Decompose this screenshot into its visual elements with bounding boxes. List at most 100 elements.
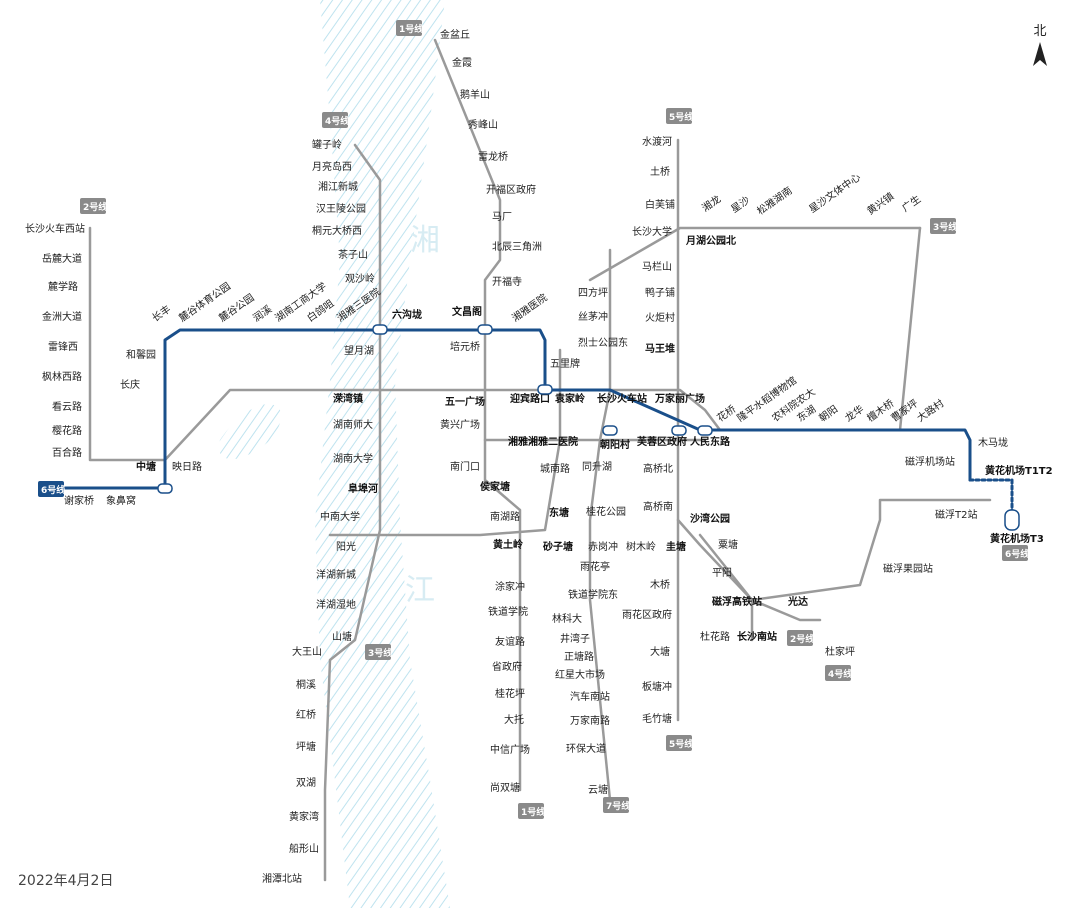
station-label: 林科大 (552, 612, 582, 625)
station-label: 省政府 (492, 660, 522, 673)
station-label: 船形山 (289, 842, 319, 855)
station-label: 板塘冲 (642, 680, 672, 693)
station-label: 大托 (504, 713, 524, 726)
badge-line-1-north: 1号线 (399, 23, 423, 35)
station-label: 洋湖新城 (316, 568, 356, 581)
station-label: 坪塘 (296, 740, 316, 753)
station-label: 谢家桥 (64, 494, 94, 507)
lake (218, 404, 281, 460)
station-label: 杜花路 (700, 630, 730, 643)
station-label: 映日路 (172, 460, 202, 473)
station-label: 湘江新城 (318, 180, 358, 193)
station-label: 光达 (787, 595, 808, 608)
station-label: 圭塘 (666, 540, 686, 553)
station-label: 文昌阁 (452, 305, 482, 318)
station-label: 星沙文体中心 (806, 170, 863, 215)
station-label: 正塘路 (564, 650, 594, 663)
station-label: 百合路 (52, 446, 82, 459)
line-3b (328, 348, 562, 537)
station-label: 万家南路 (570, 714, 610, 727)
station-label: 红星大市场 (555, 668, 605, 681)
station-label: 丝茅冲 (578, 310, 608, 323)
station-label: 枫林西路 (42, 370, 82, 383)
station-label: 井湾子 (560, 632, 590, 645)
station-label: 南门口 (450, 460, 480, 473)
station-label: 长庆 (120, 378, 140, 391)
station-label: 磁浮机场站 (905, 455, 955, 468)
station-label: 阜埠河 (348, 482, 378, 495)
station-label: 人民东路 (690, 435, 731, 448)
station-label: 湘潭北站 (262, 872, 302, 885)
station-label: 鸭子铺 (645, 286, 675, 299)
station-label: 沙湾公园 (690, 512, 730, 525)
station-label: 南湖路 (490, 510, 520, 523)
station-label: 黄土岭 (493, 538, 523, 551)
station-label: 湘龙 (699, 192, 723, 214)
station-label: 中塘 (136, 460, 156, 473)
station-label: 四方坪 (578, 286, 608, 299)
station-label: 马厂 (492, 211, 512, 223)
badge-line-6-west: 6号线 (41, 484, 65, 496)
line-3c (698, 533, 822, 622)
station-label: 洋湖湿地 (316, 598, 356, 611)
station-label: 环保大道 (566, 742, 606, 755)
badge-line-5-north: 5号线 (669, 111, 693, 123)
line-5-south (676, 518, 754, 642)
station-label: 金盆丘 (440, 28, 470, 41)
line-6 (58, 328, 1014, 522)
station-label: 开福寺 (492, 275, 522, 288)
station-label: 马栏山 (642, 260, 672, 273)
line-2 (88, 226, 922, 462)
station-label: 月亮岛西 (312, 160, 352, 173)
station-label: 烈士公园东 (578, 336, 628, 349)
station-label: 看云路 (52, 400, 82, 413)
station-label: 樱花路 (52, 424, 82, 437)
station-label: 大王山 (292, 645, 322, 658)
station-label: 星沙 (729, 194, 752, 215)
station-label: 雷锋西 (48, 340, 78, 353)
station-label: 中南大学 (320, 510, 360, 523)
station-label: 磁浮果园站 (883, 562, 933, 575)
station-label: 黄花机场T1T2 (985, 464, 1053, 477)
station-label: 白芙铺 (645, 198, 675, 211)
maglev (750, 498, 992, 602)
station-label: 开福区政府 (486, 183, 536, 196)
stations-line-2: 长沙火车西站 岳麓大道 麓学路 金洲大道 雷锋西 枫林西路 看云路 樱花路 百合… (25, 222, 202, 473)
station-label: 山塘 (332, 630, 352, 643)
station-label: 朝阳村 (600, 438, 630, 451)
station-label: 曹家坪 (888, 397, 920, 425)
station-label: 水渡河 (642, 135, 672, 148)
north-label: 北 (1033, 24, 1047, 39)
station-label: 东塘 (549, 506, 569, 519)
stations-line-4: 罐子岭 月亮岛西 湘江新城 汉王陵公园 桐元大桥西 茶子山 观沙岭 六沟垅 望月… (262, 138, 422, 885)
station-label: 桂花坪 (495, 687, 525, 700)
station-label: 和馨园 (126, 348, 156, 361)
station-label: 润溪 (250, 302, 274, 324)
station-label: 黄兴镇 (864, 190, 896, 218)
line-badges: 1号线 1号线 2号线 2号线 3号线 3号线 4号线 4号线 5号线 5号线 … (38, 20, 1029, 819)
station-label: 五里牌 (550, 357, 580, 370)
station-label: 中信广场 (490, 743, 530, 756)
badge-line-6-east: 6号线 (1005, 548, 1029, 560)
station-label: 北辰三角洲 (492, 241, 542, 253)
station-label: 大塘 (650, 645, 670, 658)
station-label: 桐元大桥西 (312, 224, 362, 237)
station-label: 雨花亭 (580, 560, 610, 573)
station-label: 湖南师大 (333, 418, 373, 431)
station-label: 砂子塘 (542, 540, 573, 553)
station-label: 芙蓉区政府 (636, 435, 687, 448)
station-label: 侯家塘 (480, 480, 510, 493)
station-label: 粟塘 (718, 538, 738, 551)
badge-line-7-south: 7号线 (606, 800, 630, 812)
station-label: 友谊路 (495, 635, 525, 648)
station-label: 溁湾镇 (333, 392, 363, 405)
station-label: 湘雅医院 (509, 291, 549, 325)
station-label: 罐子岭 (312, 138, 342, 151)
station-label: 岳麓大道 (42, 252, 82, 265)
station-label: 同升湖 (582, 461, 612, 473)
station-label: 麓学路 (48, 280, 78, 293)
station-label: 双湖 (296, 777, 316, 789)
line-4 (323, 143, 382, 882)
station-label: 土桥 (650, 165, 670, 178)
